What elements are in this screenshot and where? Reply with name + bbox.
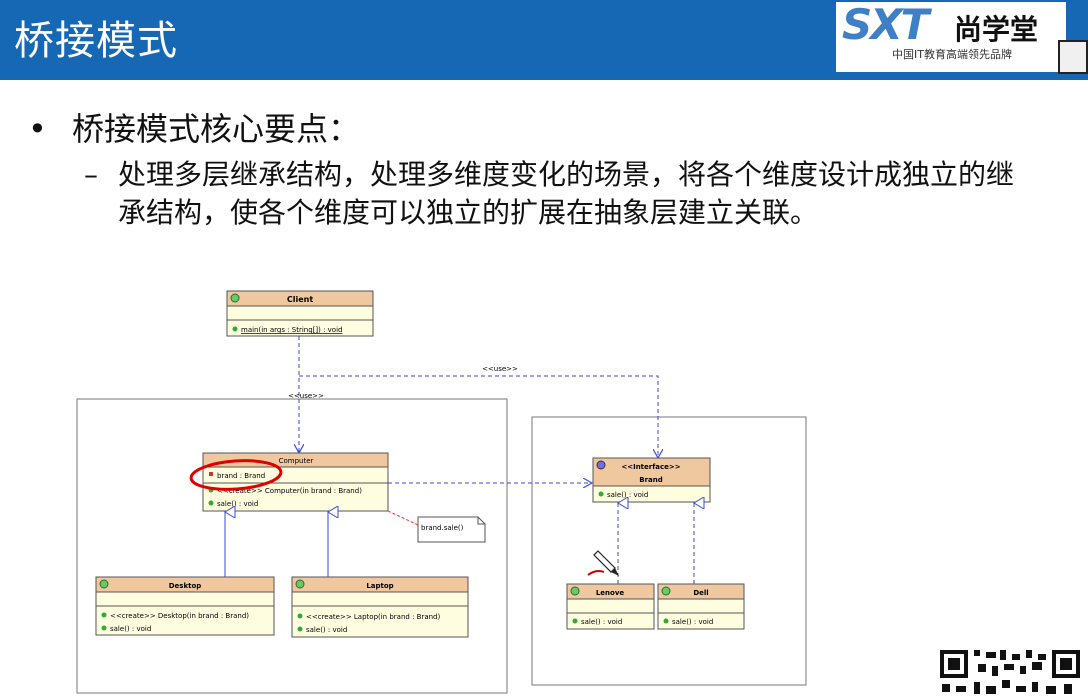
class-icon <box>230 293 240 303</box>
package-frame-right <box>531 416 807 686</box>
class-desktop-op1: <<create>> Desktop(in brand : Brand) <box>110 612 249 620</box>
use-label-left: <<use>> <box>288 392 324 400</box>
use-edge-client-brand <box>299 375 658 458</box>
qr-code <box>938 646 1088 700</box>
method-icon <box>598 491 604 497</box>
method-icon <box>232 326 238 332</box>
note-connector <box>387 510 419 526</box>
class-computer-name: Computer <box>279 457 314 465</box>
interface-icon <box>596 460 606 470</box>
class-client-name: Client <box>287 295 313 304</box>
pencil-cursor-icon <box>593 550 619 576</box>
window-icon[interactable] <box>1058 40 1088 74</box>
logo-name: 尚学堂 <box>954 13 1039 46</box>
class-client: Client main(in args : String[]) : void <box>226 290 374 337</box>
class-laptop-name: Laptop <box>366 582 393 590</box>
method-icon <box>572 618 578 624</box>
class-computer: Computer brand : Brand <<create>> Comput… <box>202 452 389 512</box>
slide-title: 桥接模式 <box>14 18 178 64</box>
class-desktop-name: Desktop <box>169 582 202 590</box>
class-lenove-name: Lenove <box>596 589 625 597</box>
note-box: brand.sale() <box>417 516 486 543</box>
class-client-op: main(in args : String[]) : void <box>241 326 342 334</box>
class-dell-op: sale() : void <box>672 618 713 626</box>
bullet-point: • 桥接模式核心要点： <box>28 104 360 150</box>
slide-header: 桥接模式 SXT 尚学堂 中国IT教育高端领先品牌 <box>0 0 1088 80</box>
method-icon <box>208 500 214 506</box>
sub-dash: – <box>84 158 98 191</box>
class-icon <box>99 579 109 589</box>
logo-mark: SXT <box>842 0 929 49</box>
bullet-text: 桥接模式核心要点： <box>72 110 361 148</box>
attribute-icon <box>209 472 213 476</box>
interface-brand-op: sale() : void <box>607 491 648 499</box>
class-laptop-op2: sale() : void <box>306 626 347 634</box>
class-computer-attr: brand : Brand <box>217 472 265 480</box>
class-computer-op2: sale() : void <box>217 500 258 508</box>
interface-brand-name: Brand <box>639 476 663 484</box>
red-mark <box>587 570 605 576</box>
method-icon <box>101 625 107 631</box>
use-label-top: <<use>> <box>482 365 518 373</box>
class-icon <box>295 579 305 589</box>
class-dell: Dell sale() : void <box>657 583 745 630</box>
class-desktop: Desktop <<create>> Desktop(in brand : Br… <box>95 576 275 636</box>
class-computer-op1: <<create>> Computer(in brand : Brand) <box>217 487 362 495</box>
class-laptop: Laptop <<create>> Laptop(in brand : Bran… <box>291 576 469 638</box>
logo-tagline: 中国IT教育高端领先品牌 <box>892 48 1012 61</box>
method-icon <box>297 613 303 619</box>
class-lenove: Lenove sale() : void <box>566 583 655 630</box>
bullet-icon: • <box>28 110 47 148</box>
note-text: brand.sale() <box>421 524 464 532</box>
class-icon <box>661 586 671 596</box>
method-icon <box>101 612 107 618</box>
class-lenove-op: sale() : void <box>581 618 622 626</box>
package-frame-left <box>76 398 508 694</box>
highlight-circle <box>189 459 283 491</box>
class-laptop-op1: <<create>> Laptop(in brand : Brand) <box>306 613 440 621</box>
class-desktop-op2: sale() : void <box>110 625 151 633</box>
class-dell-name: Dell <box>693 589 708 597</box>
interface-brand-stereotype: <<Interface>> <box>621 463 680 471</box>
method-icon <box>663 618 669 624</box>
sub-text: 处理多层继承结构，处理多维度变化的场景，将各个维度设计成独立的继承结构，使各个维… <box>118 158 1015 229</box>
method-icon <box>297 626 303 632</box>
brand-logo: SXT 尚学堂 中国IT教育高端领先品牌 <box>836 0 1066 72</box>
class-icon <box>570 586 580 596</box>
interface-brand: <<Interface>> Brand sale() : void <box>592 457 711 503</box>
